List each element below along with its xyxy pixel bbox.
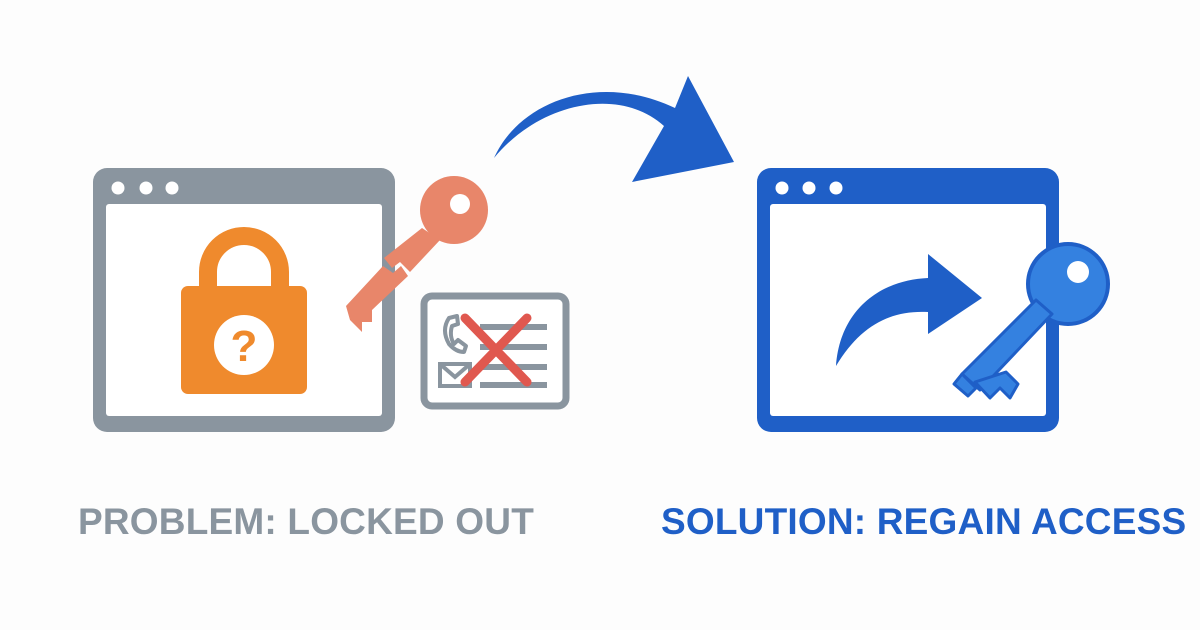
problem-caption: PROBLEM: LOCKED OUT xyxy=(78,501,535,542)
key-icon xyxy=(952,242,1110,400)
window-dot xyxy=(775,181,789,195)
window-dot xyxy=(139,181,153,195)
window-dot xyxy=(829,181,843,195)
cross-icon xyxy=(460,313,532,387)
window-dot xyxy=(165,181,179,195)
phone-icon xyxy=(443,314,468,354)
broken-key-icon xyxy=(346,176,488,332)
lock-question-mark: ? xyxy=(231,322,258,371)
padlock-question-icon: ? xyxy=(181,227,307,394)
window-dot xyxy=(802,181,816,195)
contact-card-icon xyxy=(420,292,570,410)
curved-arrow-icon xyxy=(494,76,734,182)
window-dot xyxy=(111,181,125,195)
redirect-arrow-icon xyxy=(836,254,982,366)
solution-caption: SOLUTION: REGAIN ACCESS xyxy=(661,501,1187,542)
